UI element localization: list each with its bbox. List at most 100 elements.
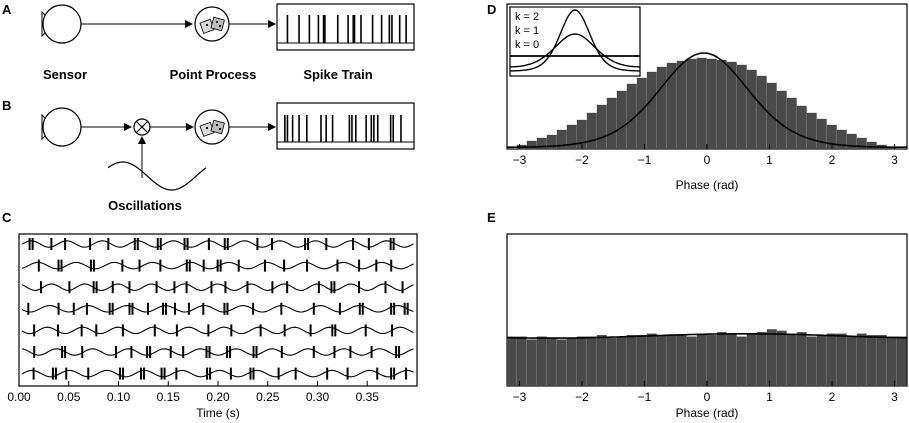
- histogram-bar: [556, 339, 567, 387]
- caption-point-process: Point Process: [170, 67, 257, 82]
- histogram-bar: [696, 57, 707, 150]
- fit-curve: [507, 52, 907, 148]
- histogram-bar: [826, 333, 837, 387]
- oscillation-trace: [21, 348, 414, 356]
- histogram-bar: [706, 58, 717, 150]
- histogram-bar: [776, 330, 787, 387]
- oscillation-trace: [21, 240, 414, 248]
- multiply-icon: [133, 118, 151, 136]
- histogram-bar: [676, 60, 687, 150]
- histogram-bar: [846, 336, 857, 387]
- x-tick-label: 1: [766, 390, 773, 404]
- x-axis-label: Time (s): [196, 406, 240, 420]
- x-tick-label: 0: [704, 153, 711, 167]
- x-tick-label: −2: [575, 153, 589, 167]
- panel-c-label: C: [2, 210, 12, 225]
- histogram-bar: [606, 97, 617, 150]
- histogram-bar: [586, 336, 597, 387]
- histogram-bar: [606, 337, 617, 387]
- histogram-bar: [616, 90, 627, 150]
- histogram-bar: [746, 333, 757, 387]
- histogram-bar: [686, 336, 697, 387]
- histogram-bar: [666, 62, 677, 150]
- panel-a: A Sensor Point Process Spike Train: [2, 2, 415, 82]
- panel-b-label: B: [2, 98, 11, 113]
- inset: k = 2 k = 1 k = 0: [509, 6, 641, 77]
- caption-spike-train: Spike Train: [303, 67, 372, 82]
- x-tick-label: 0: [704, 390, 711, 404]
- inset-legend-k0: k = 0: [515, 39, 539, 51]
- histogram-bar: [596, 335, 607, 387]
- dice-icon: [194, 109, 230, 145]
- x-axis-label: Phase (rad): [676, 406, 739, 420]
- x-tick-label: 0.00: [7, 390, 31, 404]
- histogram-bar: [726, 333, 737, 387]
- histogram-bar: [536, 137, 547, 150]
- histogram-bar: [586, 112, 597, 150]
- histogram-bar: [696, 333, 707, 387]
- x-tick-label: 0.35: [356, 390, 380, 404]
- x-tick-label: −2: [575, 390, 589, 404]
- histogram-bar: [876, 335, 887, 387]
- fit-curve: [507, 333, 907, 339]
- histogram-bar: [726, 61, 737, 150]
- oscillation-trace: [21, 326, 414, 335]
- panel-d-label: D: [487, 2, 496, 17]
- x-tick-label: 3: [891, 153, 898, 167]
- histogram-bar: [766, 329, 777, 387]
- histogram-bar: [886, 336, 897, 387]
- histogram-bar: [646, 71, 657, 150]
- panel-a-label: A: [2, 2, 12, 17]
- histogram-bar: [566, 124, 577, 150]
- histogram-bar: [636, 77, 647, 150]
- histogram-bar: [656, 66, 667, 150]
- histogram-bar: [736, 336, 747, 387]
- histogram-bar: [756, 75, 767, 150]
- caption-oscillations: Oscillations: [108, 198, 182, 213]
- histogram-bar: [546, 337, 557, 387]
- histogram-bar: [686, 58, 697, 150]
- histogram-bar: [556, 129, 567, 150]
- histogram-bar: [856, 333, 867, 387]
- histogram-bar: [746, 69, 757, 150]
- dice-icon: [194, 6, 230, 42]
- histogram-bar: [646, 333, 657, 387]
- histogram-bar: [506, 336, 517, 387]
- x-tick-label: −1: [638, 153, 652, 167]
- histogram-bar: [796, 105, 807, 150]
- histogram-bar: [836, 333, 847, 387]
- x-tick-label: −3: [513, 390, 527, 404]
- histogram-bar: [806, 336, 817, 387]
- histogram-bar: [546, 134, 557, 150]
- histogram-bar: [626, 335, 637, 387]
- histogram-bar: [816, 335, 827, 387]
- panel-b: B Oscillations: [2, 98, 415, 213]
- x-tick-label: −1: [638, 390, 652, 404]
- histogram-bar: [866, 141, 877, 150]
- sensor-icon: [41, 4, 82, 44]
- histogram-bar: [846, 133, 857, 150]
- x-tick-label: 0.15: [157, 390, 181, 404]
- histogram-bar: [896, 336, 907, 387]
- histogram-bar: [816, 118, 827, 150]
- spike-train-box: [276, 102, 415, 150]
- histogram-bar: [596, 104, 607, 150]
- histogram-bar: [536, 336, 547, 387]
- histogram-bar: [786, 97, 797, 150]
- raster-frame: [18, 233, 418, 387]
- histogram-bar: [756, 332, 767, 387]
- histogram-bar: [796, 332, 807, 387]
- histogram-bar: [616, 336, 627, 387]
- oscillation-trace: [21, 283, 414, 291]
- inset-curve-k2: [510, 9, 640, 72]
- histogram-bar: [706, 335, 717, 387]
- histogram-bar: [866, 335, 877, 387]
- histogram-bar: [516, 336, 527, 387]
- histogram-bar: [856, 137, 867, 150]
- histogram-bar: [716, 59, 727, 150]
- x-tick-label: 0.30: [306, 390, 330, 404]
- histogram-bar: [566, 337, 577, 387]
